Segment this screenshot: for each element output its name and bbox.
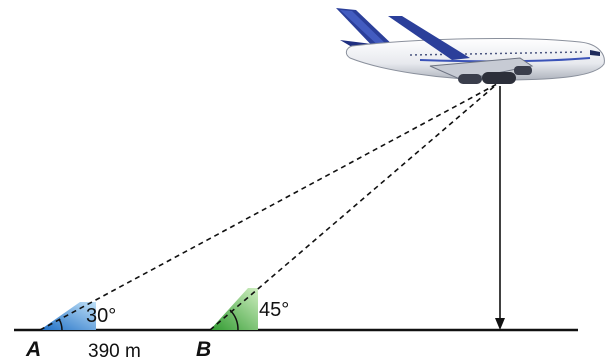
point-b-label: B xyxy=(196,338,211,361)
angle-a-label: 30° xyxy=(86,305,116,327)
angle-a-shading xyxy=(40,302,96,330)
altitude-arrowhead xyxy=(495,318,505,330)
angle-b-arc xyxy=(229,309,239,331)
point-a-label: A xyxy=(25,338,41,361)
angle-b-label: 45° xyxy=(259,299,289,321)
sight-line-b xyxy=(209,83,498,331)
distance-ab-label: 390 m xyxy=(88,341,141,362)
airplane-icon xyxy=(336,8,605,84)
sight-line-a xyxy=(39,83,498,331)
